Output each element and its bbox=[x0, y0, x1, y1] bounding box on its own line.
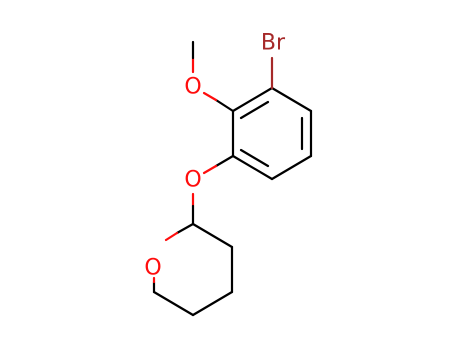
bond-c1-o-methoxy bbox=[214, 98, 235, 113]
bond-c5-c6 bbox=[231, 154, 274, 181]
bond-thp-c5-c6 bbox=[152, 290, 195, 317]
bond-thp-c4-c5 bbox=[191, 290, 234, 317]
bond-thp-c2-o bbox=[175, 222, 195, 235]
tetrahydropyran-ring bbox=[152, 222, 234, 317]
bond-c6-o-ether bbox=[214, 154, 235, 168]
ether-oxygen-label: O bbox=[184, 168, 201, 193]
bond-o-methoxy-c1 bbox=[202, 91, 218, 102]
ring-oxygen-label: O bbox=[144, 256, 161, 281]
bond-thp-c2-c3 bbox=[191, 222, 234, 249]
bond-c2-c3 bbox=[270, 86, 313, 113]
bond-o-ether-c6 bbox=[202, 164, 218, 175]
bond-c1-c2 bbox=[231, 86, 274, 113]
double-bond-inner-1 bbox=[239, 100, 270, 120]
methoxy-oxygen-label: O bbox=[184, 75, 201, 100]
double-bond-inner-3 bbox=[239, 148, 270, 168]
bond-c4-c5 bbox=[270, 154, 313, 181]
benzene-ring bbox=[231, 86, 313, 181]
bromine-atom-label: Br bbox=[261, 31, 286, 56]
bond-thp-o-c2 bbox=[164, 231, 179, 242]
